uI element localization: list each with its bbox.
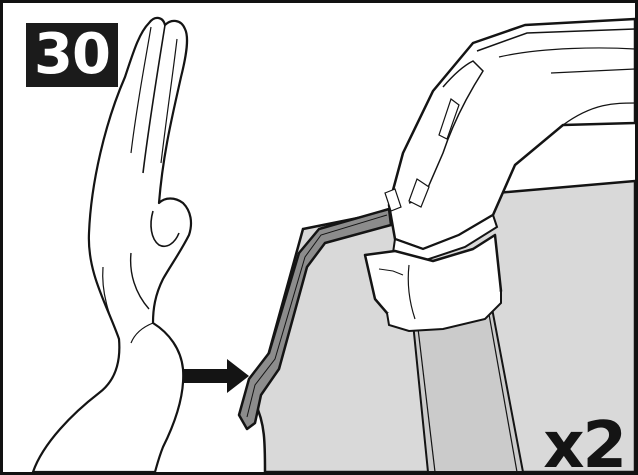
quantity-label: x2	[543, 414, 625, 475]
right-arrow-icon	[183, 359, 249, 393]
step-number-badge: 30	[26, 23, 118, 87]
